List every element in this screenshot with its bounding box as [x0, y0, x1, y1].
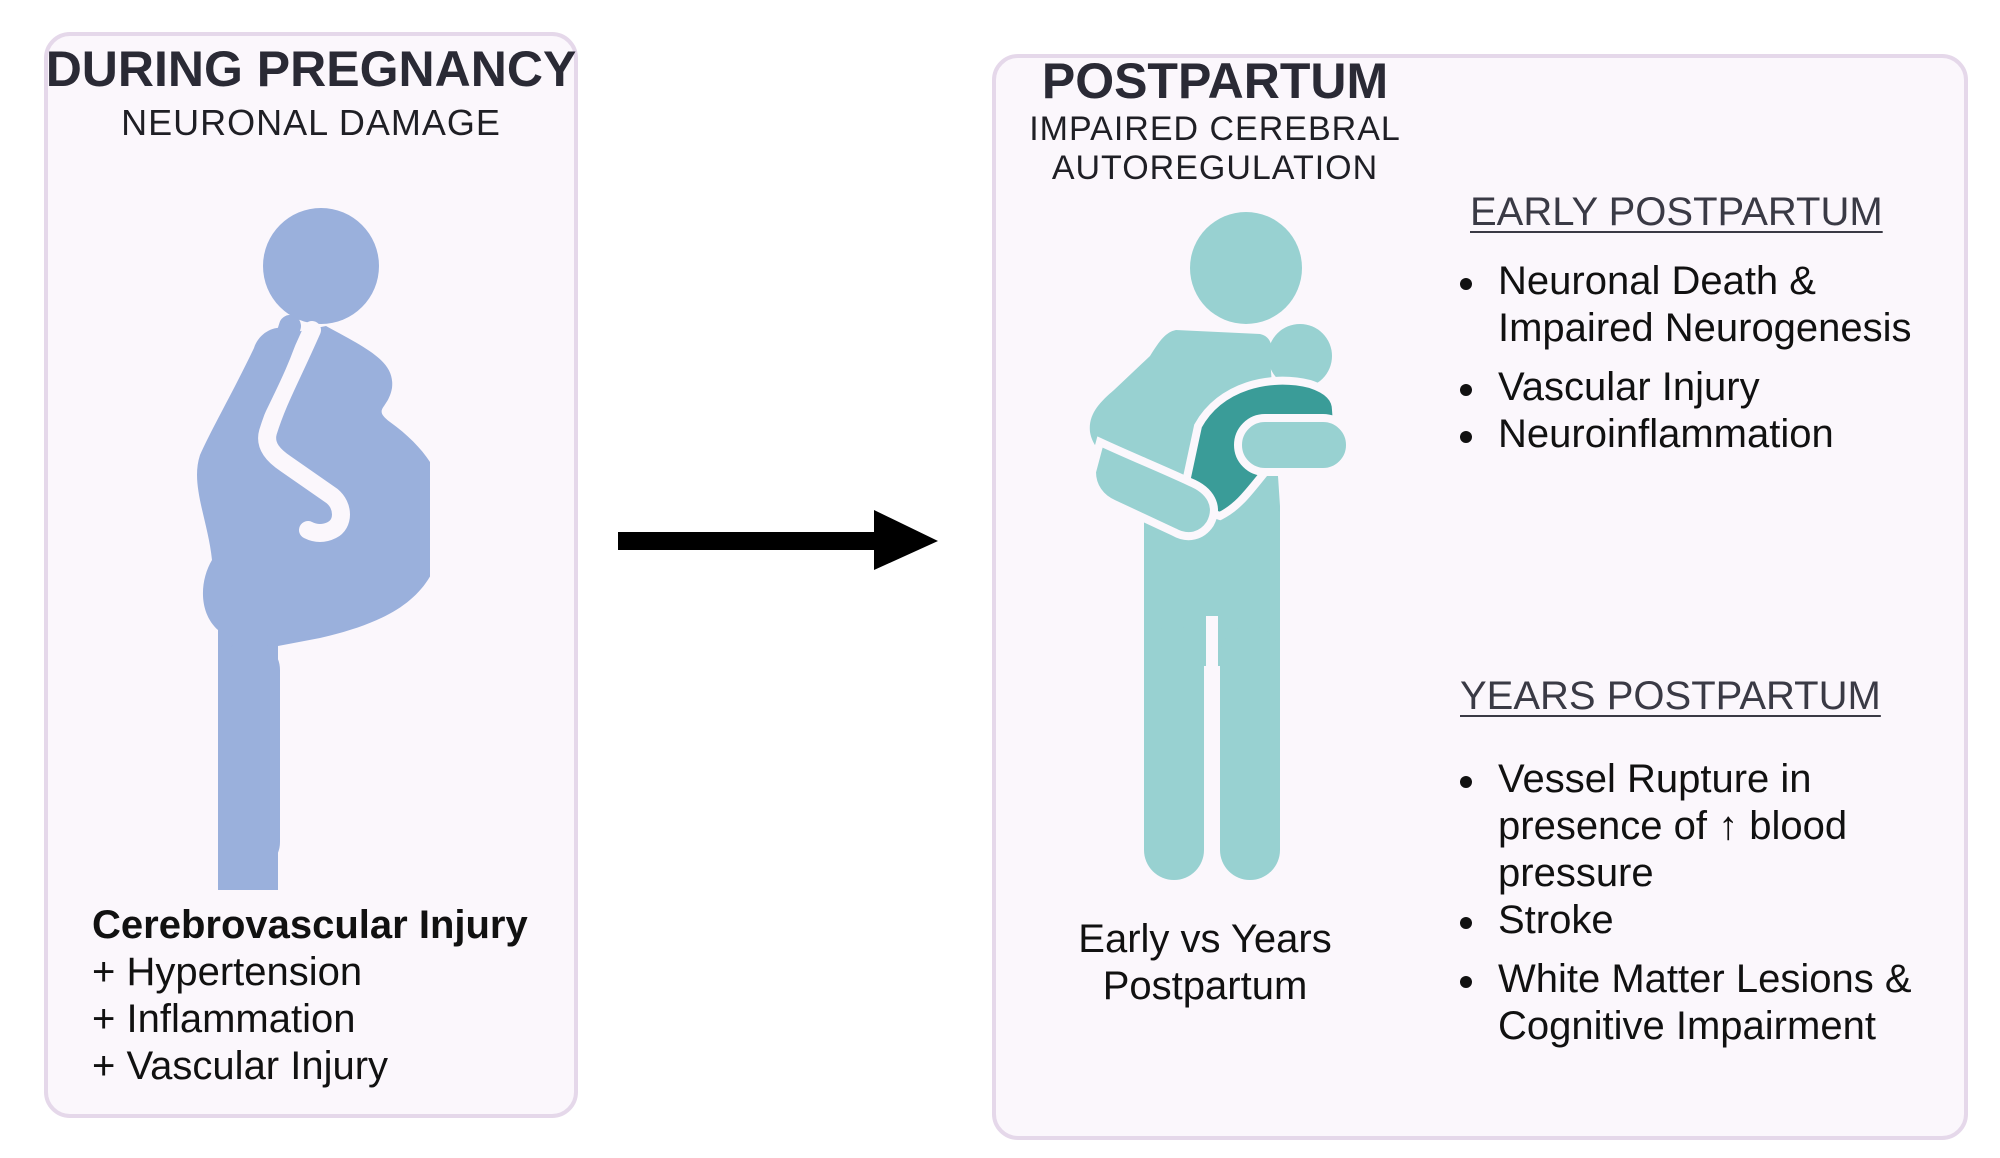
right-arrow-icon	[618, 510, 938, 570]
list-item: Vessel Rupture in presence of ↑ blood pr…	[1452, 756, 1972, 897]
list-item: Neuroinflammation	[1452, 411, 1972, 458]
early-vs-years-caption: Early vs Years Postpartum	[1030, 916, 1380, 1010]
pregnant-woman-icon	[197, 208, 430, 890]
list-item: Neuronal Death & Impaired Neurogenesis	[1452, 258, 1972, 352]
early-postpartum-list: Neuronal Death & Impaired Neurogenesis V…	[1452, 258, 1972, 458]
early-postpartum-heading: EARLY POSTPARTUM	[1470, 190, 1883, 234]
postpartum-subtitle: IMPAIRED CEREBRAL AUTOREGULATION	[1010, 110, 1420, 188]
during-pregnancy-title: DURING PREGNANCY	[45, 41, 577, 97]
factor-hypertension: + Hypertension	[92, 950, 363, 994]
postpartum-title: POSTPARTUM	[1041, 53, 1389, 109]
caption-line-2: Postpartum	[1102, 964, 1308, 1008]
factor-vascular-injury: + Vascular Injury	[92, 1044, 389, 1088]
factor-inflammation: + Inflammation	[92, 997, 356, 1041]
neuronal-damage-subtitle: NEURONAL DAMAGE	[121, 102, 501, 143]
mother-holding-baby-icon	[1087, 212, 1354, 886]
subtitle-line-1: IMPAIRED CEREBRAL	[1029, 110, 1401, 148]
list-item: Vascular Injury	[1452, 364, 1972, 411]
years-postpartum-list: Vessel Rupture in presence of ↑ blood pr…	[1452, 756, 1972, 1050]
years-postpartum-heading: YEARS POSTPARTUM	[1460, 674, 1881, 718]
injury-text-block: Cerebrovascular Injury + Hypertension + …	[92, 902, 572, 1090]
cerebrovascular-injury-heading: Cerebrovascular Injury	[92, 903, 528, 947]
caption-line-1: Early vs Years	[1078, 917, 1332, 961]
list-item: Stroke	[1452, 897, 1972, 944]
list-item: White Matter Lesions & Cognitive Impairm…	[1452, 956, 1972, 1050]
subtitle-line-2: AUTOREGULATION	[1051, 149, 1379, 187]
